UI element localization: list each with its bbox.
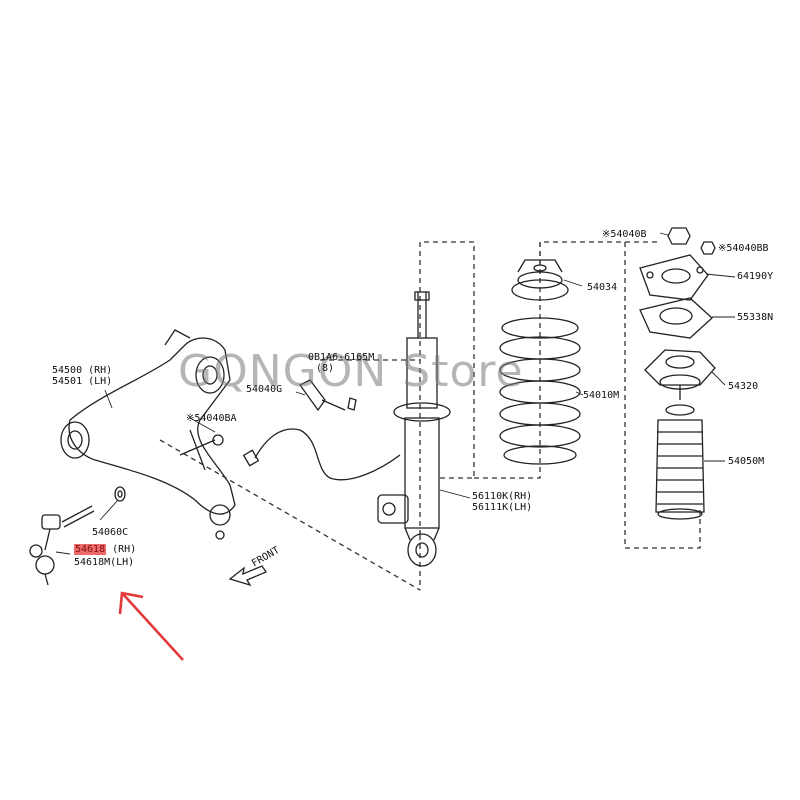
store-watermark: GQNGON Store	[178, 346, 524, 397]
dust-boot-54050m	[655, 404, 705, 520]
label-54501: 54501 (LH)	[52, 376, 113, 387]
spring-seat-54034	[511, 259, 569, 301]
label-0b1a6-6165m: 0B1A6-6165M	[308, 352, 375, 363]
label-54010m: 54010M	[583, 390, 620, 401]
label-54040b: ※54040B	[602, 229, 647, 240]
label-56110k: 56110K(RH)	[472, 491, 533, 502]
coil-spring	[499, 317, 581, 465]
label-54050m: 54050M	[728, 456, 765, 467]
red-pointer-arrow	[118, 591, 184, 661]
label-54500: 54500 (RH)	[52, 365, 113, 376]
strut-mount-54320	[644, 349, 716, 400]
top-nuts	[667, 227, 716, 255]
label-54034: 54034	[587, 282, 618, 293]
label-54320: 54320	[728, 381, 759, 392]
label-54618-rh: (RH)	[106, 544, 137, 555]
label-55338n: 55338N	[737, 312, 774, 323]
label-54040g: 54040G	[246, 384, 283, 395]
label-54060c: 54060C	[92, 527, 129, 538]
sensor-harness	[212, 379, 401, 481]
bracket-64190y	[639, 254, 709, 301]
shock-absorber	[377, 291, 451, 567]
dashed-guide-lines	[159, 241, 701, 591]
ball-joint-54618	[29, 514, 61, 586]
label-54618m: 54618M(LH)	[74, 557, 135, 568]
bolt-54060c	[61, 486, 126, 528]
lower-control-arm	[60, 329, 236, 540]
insulator-55338n	[639, 297, 713, 339]
label-0b1a6-qty: (8)	[316, 363, 335, 374]
label-54040ba: ※54040BA	[186, 413, 237, 424]
label-54040bb: ※54040BB	[718, 243, 769, 254]
front-arrow-icon	[228, 565, 267, 587]
label-54618-row: 54618 (RH)	[74, 544, 136, 555]
label-54618-highlight: 54618	[74, 544, 107, 555]
label-56111k: 56111K(LH)	[472, 502, 533, 513]
label-64190y: 64190Y	[737, 271, 774, 282]
leader-lines	[55, 232, 736, 555]
